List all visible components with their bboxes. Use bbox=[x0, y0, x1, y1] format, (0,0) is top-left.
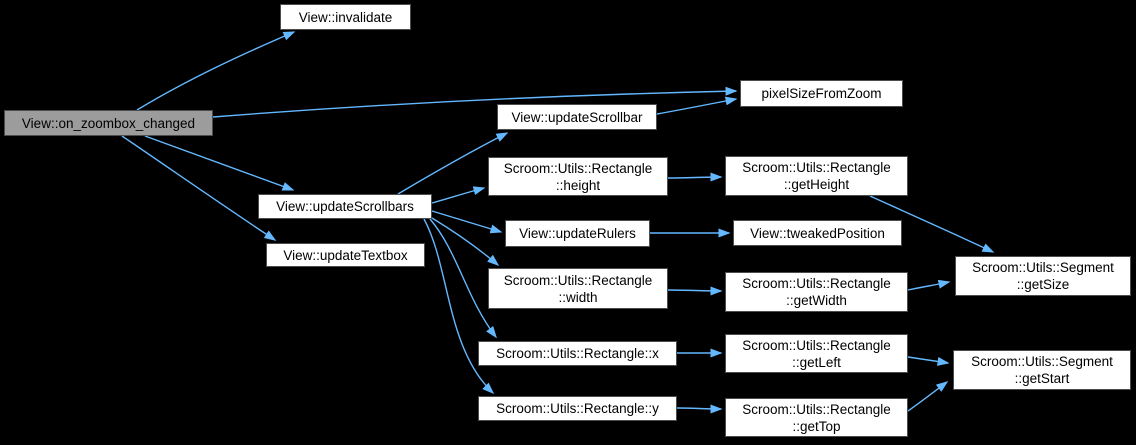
graph-node-label: ::getStart bbox=[1014, 371, 1070, 386]
edge-update-scrollbar-to-pixel-size-from-zoom bbox=[656, 96, 738, 115]
edge-update-scrollbars-to-rect-y bbox=[423, 218, 495, 395]
graph-node-label: View::tweakedPosition bbox=[750, 225, 885, 241]
edge-rect-get-width-to-segment-get-size bbox=[907, 279, 951, 291]
graph-node-label: ::getHeight bbox=[783, 177, 850, 192]
graph-node-label: View::updateScrollbars bbox=[276, 199, 414, 214]
edge-update-scrollbars-to-update-rulers bbox=[431, 210, 503, 234]
edge-rect-height-to-rect-get-height bbox=[667, 172, 723, 182]
graph-node-update-scrollbar[interactable]: View::updateScrollbar bbox=[497, 104, 657, 130]
graph-node-label: ::getWidth bbox=[786, 293, 847, 308]
edge-on-zoombox-changed-to-update-scrollbars bbox=[144, 135, 295, 191]
edge-on-zoombox-changed-to-update-textbox bbox=[121, 135, 277, 241]
graph-node-segment-get-start[interactable]: Scroom::Utils::Segment::getStart bbox=[953, 350, 1131, 390]
graph-node-label: ::getLeft bbox=[792, 354, 841, 370]
graph-node-rect-get-height[interactable]: Scroom::Utils::Rectangle::getHeight bbox=[725, 156, 908, 196]
graph-node-label: ::height bbox=[555, 177, 601, 193]
graph-node-label: View::updateRulers bbox=[519, 226, 636, 241]
graph-node-rect-x[interactable]: Scroom::Utils::Rectangle::x bbox=[478, 341, 677, 366]
graph-node-label: ::getSize bbox=[1016, 277, 1070, 292]
graph-node-invalidate[interactable]: View::invalidate bbox=[280, 4, 411, 30]
graph-node-label: ::getTop bbox=[792, 418, 841, 434]
graph-node-label: Scroom::Utils::Rectangle bbox=[742, 276, 891, 291]
graph-node-rect-get-left[interactable]: Scroom::Utils::Rectangle::getLeft bbox=[725, 334, 908, 373]
edge-rect-get-height-to-segment-get-size bbox=[869, 195, 995, 253]
graph-node-label: Scroom::Utils::Rectangle::x bbox=[496, 346, 659, 361]
graph-node-label: Scroom::Utils::Segment bbox=[971, 354, 1113, 369]
graph-node-label: pixelSizeFromZoom bbox=[761, 86, 882, 101]
graph-node-label: Scroom::Utils::Rectangle bbox=[742, 337, 891, 353]
graph-node-update-rulers[interactable]: View::updateRulers bbox=[505, 220, 650, 247]
graph-node-label: Scroom::Utils::Rectangle bbox=[742, 160, 891, 175]
graph-node-label: Scroom::Utils::Rectangle::y bbox=[496, 401, 659, 416]
graph-node-label: Scroom::Utils::Segment bbox=[972, 260, 1114, 275]
graph-node-label: View::on_zoombox_changed bbox=[21, 115, 196, 131]
graph-node-rect-get-top[interactable]: Scroom::Utils::Rectangle::getTop bbox=[725, 398, 908, 437]
edge-update-scrollbars-to-rect-x bbox=[429, 218, 497, 339]
graph-node-label: Scroom::Utils::Rectangle bbox=[742, 401, 891, 417]
graph-node-label: View::updateScrollbar bbox=[511, 109, 643, 125]
edge-rect-get-top-to-segment-get-start bbox=[907, 381, 949, 412]
edge-rect-get-left-to-segment-get-start bbox=[907, 356, 950, 366]
edge-update-scrollbars-to-rect-height bbox=[431, 186, 486, 204]
graph-node-rect-y[interactable]: Scroom::Utils::Rectangle::y bbox=[478, 396, 677, 421]
edge-update-scrollbars-to-update-scrollbar bbox=[397, 132, 509, 195]
edge-on-zoombox-changed-to-pixel-size-from-zoom bbox=[212, 86, 738, 118]
graph-node-label: ::width bbox=[558, 289, 598, 305]
graph-node-rect-get-width[interactable]: Scroom::Utils::Rectangle::getWidth bbox=[725, 272, 908, 312]
edge-rect-width-to-rect-get-width bbox=[667, 286, 723, 296]
graph-node-label: Scroom::Utils::Rectangle bbox=[503, 272, 653, 288]
graph-node-update-textbox[interactable]: View::updateTextbox bbox=[266, 243, 425, 267]
graph-node-rect-width[interactable]: Scroom::Utils::Rectangle::width bbox=[488, 268, 668, 309]
graph-node-label: View::updateTextbox bbox=[283, 247, 408, 263]
edge-on-zoombox-changed-to-invalidate bbox=[136, 31, 296, 111]
graph-node-update-scrollbars[interactable]: View::updateScrollbars bbox=[258, 194, 432, 219]
graph-node-tweaked-position[interactable]: View::tweakedPosition bbox=[733, 220, 902, 246]
graph-node-segment-get-size[interactable]: Scroom::Utils::Segment::getSize bbox=[955, 256, 1131, 296]
graph-node-pixel-size-from-zoom[interactable]: pixelSizeFromZoom bbox=[740, 80, 903, 107]
graph-node-rect-height[interactable]: Scroom::Utils::Rectangle::height bbox=[488, 157, 668, 196]
graph-node-on-zoombox-changed: View::on_zoombox_changed bbox=[4, 110, 213, 136]
edge-rect-y-to-rect-get-top bbox=[676, 404, 723, 414]
graph-node-label: Scroom::Utils::Rectangle bbox=[503, 160, 653, 176]
edge-update-scrollbars-to-rect-width bbox=[431, 217, 500, 266]
graph-node-label: View::invalidate bbox=[298, 9, 393, 25]
